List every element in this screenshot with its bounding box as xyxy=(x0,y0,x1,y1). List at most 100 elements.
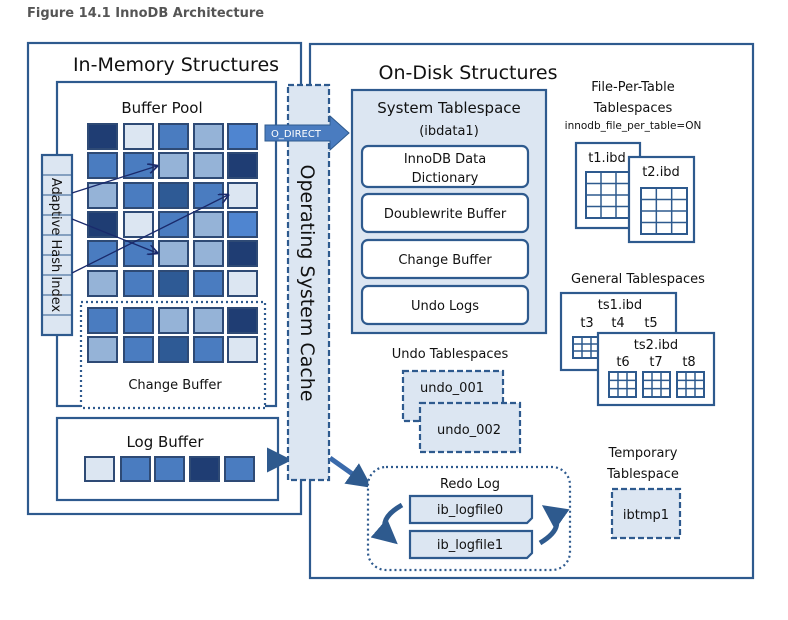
data-dictionary-box xyxy=(360,144,530,189)
page-cell xyxy=(120,456,151,482)
page-cell xyxy=(158,240,189,267)
t1-ibd-label: t1.ibd xyxy=(588,151,626,166)
table-label: t5 xyxy=(644,316,657,331)
table-icon xyxy=(585,171,632,219)
page-cell xyxy=(123,182,154,209)
undo-002-label: undo_002 xyxy=(437,423,501,438)
file-per-table-title-2: Tablespaces xyxy=(593,101,673,116)
data-dictionary-label-1: InnoDB Data xyxy=(404,152,486,167)
page-cell xyxy=(193,123,224,150)
page-cell xyxy=(193,211,224,238)
table-icon xyxy=(640,187,688,235)
undo-tablespaces-title: Undo Tablespaces xyxy=(392,347,509,362)
page-cell xyxy=(123,307,154,334)
page-cell xyxy=(87,240,118,267)
table-label: t4 xyxy=(611,316,624,331)
file-per-table-title-1: File-Per-Table xyxy=(591,80,674,95)
change-buffer-pages xyxy=(87,307,258,363)
doublewrite-buffer-box xyxy=(360,192,530,234)
page-cell xyxy=(193,240,224,267)
page-cell xyxy=(87,123,118,150)
adaptive-hash-index: Adaptive Hash Index xyxy=(40,153,74,337)
page-cell xyxy=(189,456,220,482)
page-cell xyxy=(227,123,258,150)
page-cell xyxy=(158,270,189,297)
page-cell xyxy=(227,152,258,179)
table-icon xyxy=(572,336,601,359)
ts1-ibd-label: ts1.ibd xyxy=(598,298,642,313)
figure-title: Figure 14.1 InnoDB Architecture xyxy=(27,6,265,21)
ib-logfile1-file xyxy=(408,529,534,560)
ts2-ibd-label: ts2.ibd xyxy=(634,338,678,353)
page-cell xyxy=(123,336,154,363)
file-per-table-setting: innodb_file_per_table=ON xyxy=(565,120,702,132)
table-label: t3 xyxy=(580,316,593,331)
page-cell xyxy=(227,307,258,334)
log-buffer-pages xyxy=(84,456,255,482)
page-cell xyxy=(158,182,189,209)
page-cell xyxy=(158,211,189,238)
os-cache-to-redo-arrow xyxy=(328,455,373,488)
on-disk-title: On-Disk Structures xyxy=(379,62,558,84)
page-cell xyxy=(193,307,224,334)
ibtmp1-file xyxy=(610,487,682,540)
o-direct-label: O_DIRECT xyxy=(271,129,322,140)
page-cell xyxy=(224,456,255,482)
operating-system-cache xyxy=(286,83,331,482)
page-cell xyxy=(158,152,189,179)
page-cell xyxy=(123,123,154,150)
page-cell xyxy=(227,211,258,238)
ib-logfile0-label: ib_logfile0 xyxy=(437,503,503,518)
ib-logfile1-label: ib_logfile1 xyxy=(437,538,503,553)
undo-001-label: undo_001 xyxy=(420,381,484,396)
change-buffer-disk-label: Change Buffer xyxy=(398,253,492,268)
hash-pointer-arrow xyxy=(71,195,228,274)
t2-ibd-label: t2.ibd xyxy=(642,165,680,180)
page-cell xyxy=(227,336,258,363)
general-tablespaces-title: General Tablespaces xyxy=(571,272,705,287)
page-cell xyxy=(87,336,118,363)
table-label: t7 xyxy=(649,355,662,370)
page-cell xyxy=(227,240,258,267)
redo-cycle-arrow-right xyxy=(538,505,570,546)
ibtmp1-label: ibtmp1 xyxy=(623,508,669,523)
page-cell xyxy=(193,336,224,363)
page-cell xyxy=(158,336,189,363)
hash-pointer-arrow xyxy=(71,218,157,253)
temporary-tablespace-title-2: Tablespace xyxy=(606,467,679,482)
page-cell xyxy=(227,270,258,297)
os-cache-label: Operating System Cache xyxy=(296,164,318,401)
table-icons xyxy=(608,371,705,398)
in-memory-title: In-Memory Structures xyxy=(73,54,279,76)
page-cell xyxy=(123,152,154,179)
system-tablespace-title: System Tablespace xyxy=(377,99,521,117)
page-cell xyxy=(87,152,118,179)
redo-log-title: Redo Log xyxy=(440,477,500,492)
page-cell xyxy=(154,456,185,482)
data-dictionary-label-2: Dictionary xyxy=(412,171,479,186)
hash-pointer-arrow xyxy=(71,166,157,194)
page-cell xyxy=(193,152,224,179)
page-cell xyxy=(87,270,118,297)
doublewrite-buffer-label: Doublewrite Buffer xyxy=(384,207,507,222)
o-direct-arrow: O_DIRECT xyxy=(264,114,350,152)
page-cell xyxy=(84,456,115,482)
page-cell xyxy=(87,211,118,238)
page-cell xyxy=(158,307,189,334)
system-tablespace-file: (ibdata1) xyxy=(419,124,479,139)
undo-logs-box xyxy=(360,284,530,326)
page-cell xyxy=(158,123,189,150)
log-buffer-title: Log Buffer xyxy=(126,433,204,451)
page-cell xyxy=(193,270,224,297)
page-cell xyxy=(227,182,258,209)
page-cell xyxy=(123,270,154,297)
page-cell xyxy=(87,307,118,334)
buffer-pool-title: Buffer Pool xyxy=(121,99,202,117)
change-buffer-disk-box xyxy=(360,238,530,280)
redo-cycle-arrow-left xyxy=(370,502,404,545)
page-cell xyxy=(123,211,154,238)
undo-002-file xyxy=(418,401,522,454)
table-label: t6 xyxy=(616,355,629,370)
adaptive-hash-index-label: Adaptive Hash Index xyxy=(48,178,63,313)
